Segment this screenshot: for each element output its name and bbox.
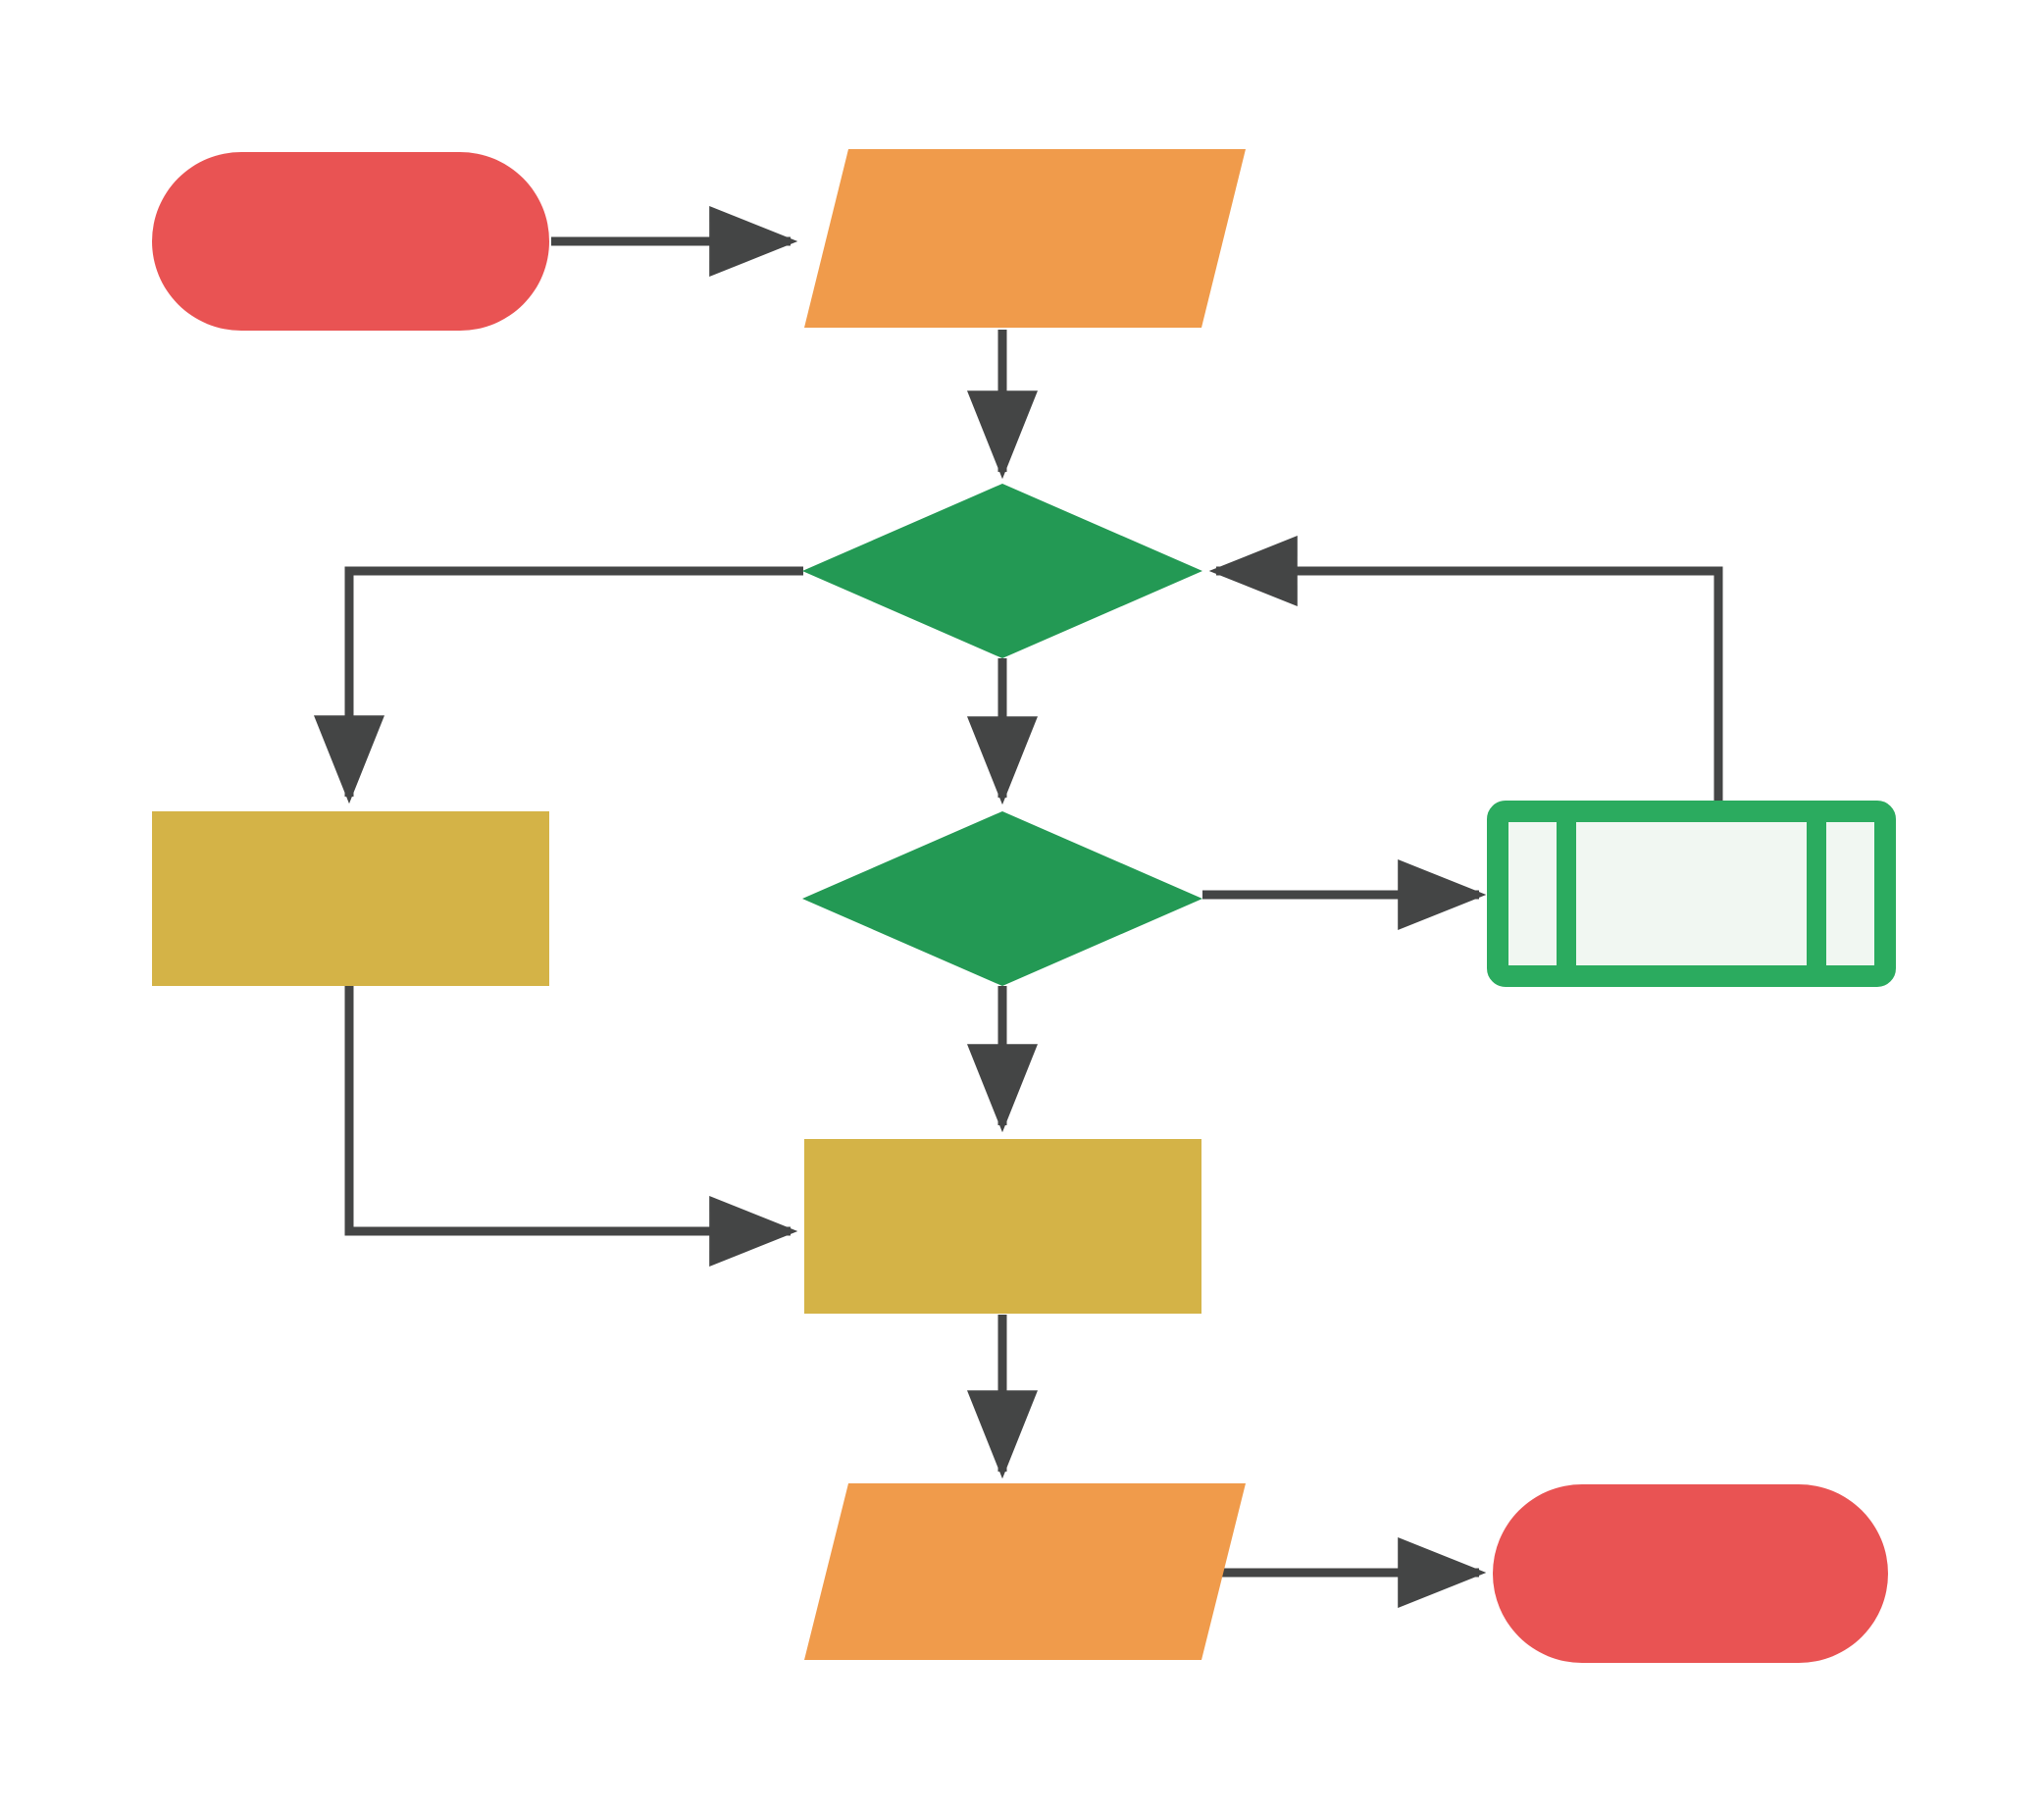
node-subprocess[interactable] [1487, 801, 1896, 987]
terminator-shape [152, 152, 549, 331]
node-output[interactable] [804, 1483, 1246, 1660]
terminator-shape [1493, 1484, 1888, 1663]
node-end[interactable] [1493, 1484, 1888, 1663]
parallelogram-shape [804, 1483, 1246, 1660]
node-process-left[interactable] [152, 811, 549, 986]
node-input[interactable] [804, 149, 1246, 328]
process-shape [804, 1139, 1201, 1314]
edge-process-left-to-process-main[interactable] [344, 986, 798, 1267]
diamond-shape [802, 484, 1202, 658]
node-start[interactable] [152, 152, 549, 331]
edge-layer [314, 206, 1723, 1608]
node-layer [152, 149, 1896, 1663]
parallelogram-shape [804, 149, 1246, 328]
node-decision-2[interactable] [802, 811, 1202, 986]
predefined-process-outline [1487, 801, 1896, 987]
edge-path [314, 566, 803, 804]
edge-path [1208, 536, 1723, 804]
edge-path [344, 986, 798, 1267]
process-shape [152, 811, 549, 986]
edge-decision-1-to-process-left[interactable] [314, 566, 803, 804]
diamond-shape [802, 811, 1202, 986]
node-decision-1[interactable] [802, 484, 1202, 658]
node-process-main[interactable] [804, 1139, 1201, 1314]
edge-subprocess-to-decision-1[interactable] [1208, 536, 1723, 804]
